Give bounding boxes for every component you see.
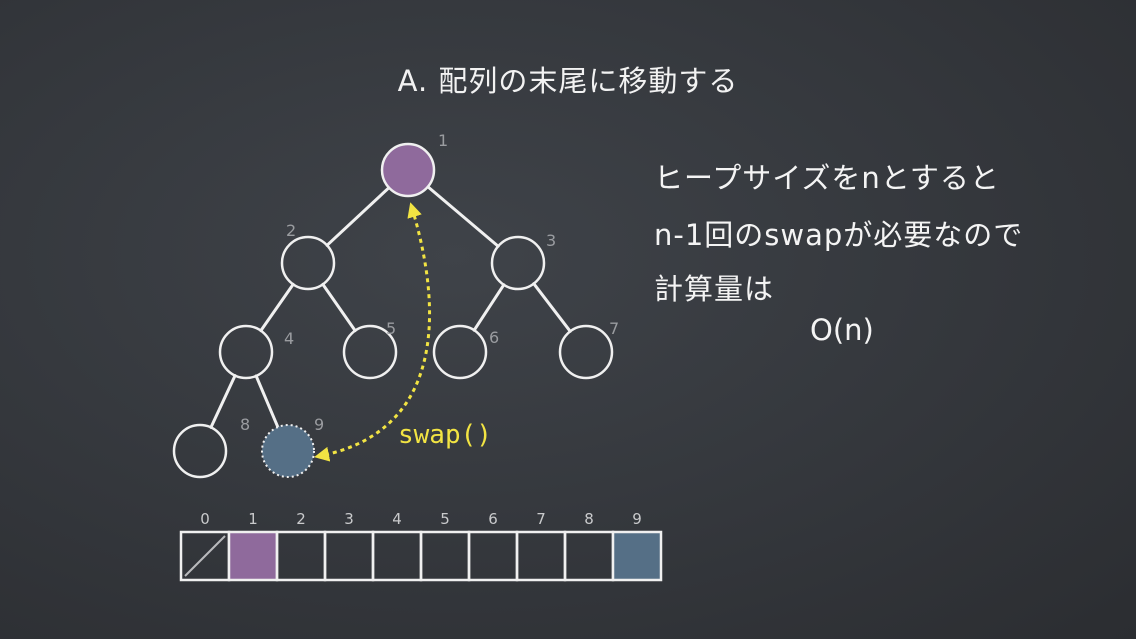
array-cell-9 [611, 530, 663, 582]
array-cell-2 [275, 530, 327, 582]
tree-node-index: 9 [314, 415, 324, 434]
tree-node-index: 2 [286, 221, 296, 240]
array-cell-4 [371, 530, 423, 582]
tree-node-index: 4 [284, 329, 294, 348]
array-index-label: 7 [536, 510, 546, 528]
swap-arrow [314, 202, 432, 462]
array-cell-5 [419, 530, 471, 582]
tree-edge [532, 282, 572, 333]
swap-label: swap() [398, 420, 492, 450]
tree-edges [209, 185, 572, 429]
tree-node-index: 7 [609, 319, 619, 338]
tree-node-2 [280, 235, 336, 291]
array-index-label: 9 [632, 510, 642, 528]
tree-node-index: 6 [489, 328, 499, 347]
array-index-label: 5 [440, 510, 450, 528]
tree-node-1 [380, 142, 436, 198]
array-cell-7 [515, 530, 567, 582]
heap-array: 0 1 2 3 4 5 6 7 8 9 [179, 510, 663, 582]
tree-nodes: 1 2 3 4 5 6 7 8 9 [172, 131, 619, 479]
array-index-label: 3 [344, 510, 354, 528]
tree-node-6 [432, 324, 488, 380]
slide-title: A. 配列の末尾に移動する [397, 64, 739, 98]
explanation-line-2: n-1回のswapが必要なので [654, 218, 1024, 252]
tree-node-index: 1 [438, 131, 448, 150]
explanation-line-3: 計算量は [654, 272, 775, 306]
tree-node-4 [218, 324, 274, 380]
tree-node-9 [261, 424, 315, 478]
array-index-label: 1 [248, 510, 258, 528]
array-index-label: 2 [296, 510, 306, 528]
array-index-label: 4 [392, 510, 402, 528]
tree-edge [254, 374, 280, 429]
complexity-value: O(n) [810, 313, 874, 347]
unused-cell-slash [184, 535, 226, 577]
array-index-label: 8 [584, 510, 594, 528]
tree-node-3 [490, 235, 546, 291]
tree-edge [426, 185, 500, 248]
tree-node-8 [172, 423, 228, 479]
array-cell-3 [323, 530, 375, 582]
tree-edge [321, 282, 357, 333]
tree-node-7 [558, 324, 614, 380]
explanation-line-1: ヒープサイズをnとすると [654, 161, 1000, 195]
tree-edge [325, 186, 391, 247]
tree-node-index: 8 [240, 415, 250, 434]
tree-node-index: 3 [546, 231, 556, 250]
array-cell-6 [467, 530, 519, 582]
tree-edge [209, 374, 237, 429]
array-cell-1 [227, 530, 279, 582]
tree-edge [259, 282, 295, 333]
tree-edge [472, 283, 506, 332]
tree-node-index: 5 [386, 319, 396, 338]
array-index-label: 0 [200, 510, 210, 528]
array-index-label: 6 [488, 510, 498, 528]
array-cell-8 [563, 530, 615, 582]
